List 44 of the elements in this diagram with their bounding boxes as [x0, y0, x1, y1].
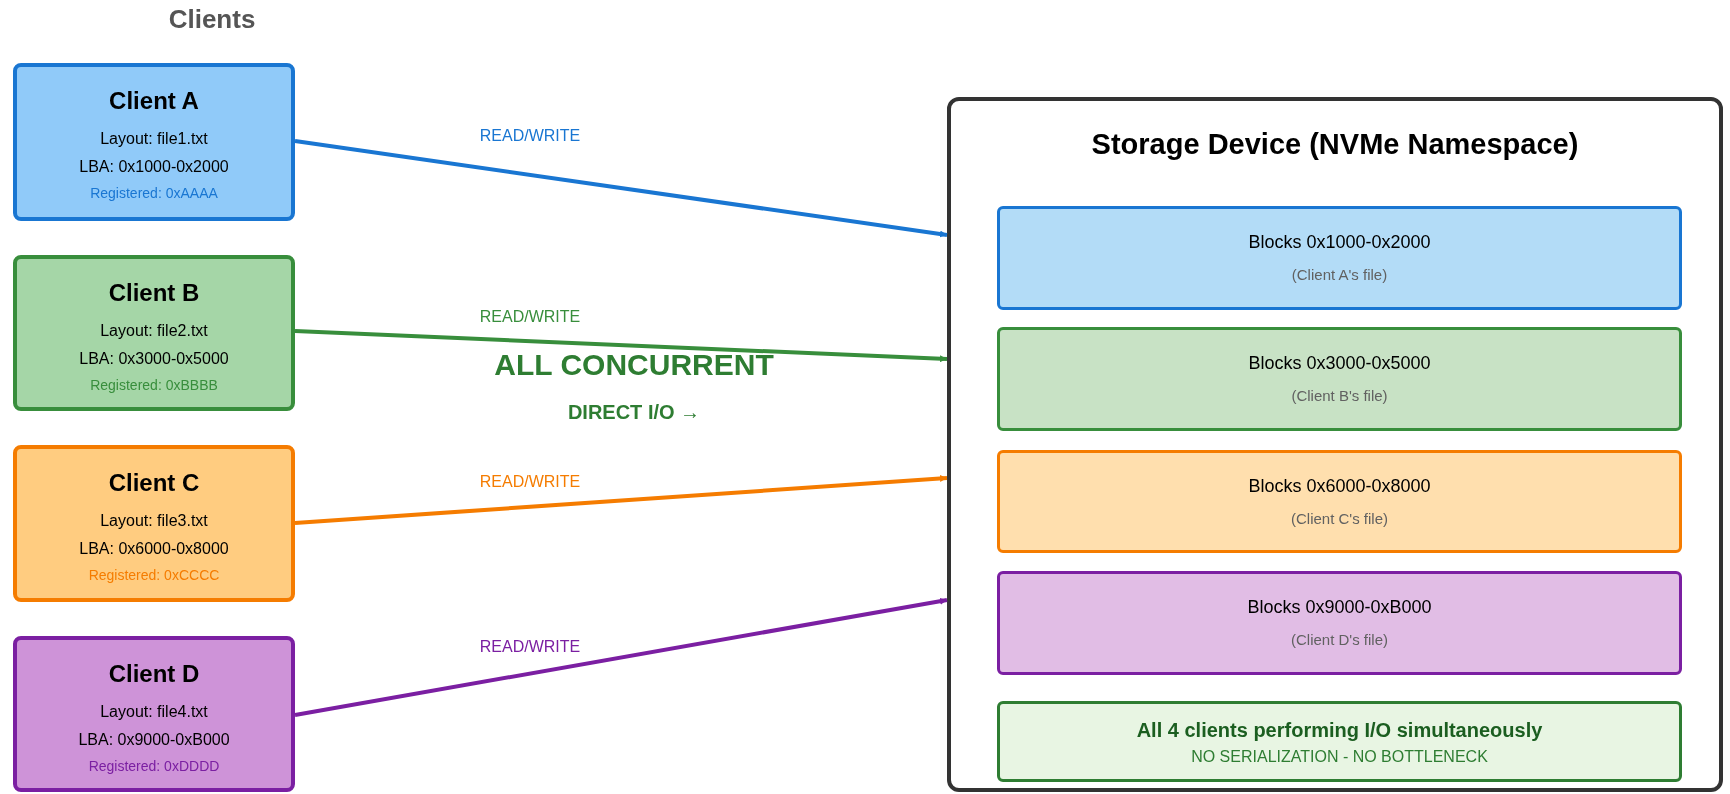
client-name: Client B [108, 278, 200, 308]
client-box [13, 445, 295, 602]
block-range: Blocks 0x6000-0x8000 [1248, 474, 1431, 498]
block-range-box [997, 327, 1682, 431]
block-range-box [997, 571, 1682, 675]
block-owner: (Client B's file) [1291, 386, 1388, 407]
client-name: Client C [108, 468, 200, 498]
storage-device-box [947, 97, 1723, 792]
block-range-box [997, 450, 1682, 553]
summary-heading: All 4 clients performing I/O simultaneously [1136, 717, 1543, 743]
client-box [13, 63, 295, 221]
block-range: Blocks 0x3000-0x5000 [1248, 352, 1431, 376]
block-range: Blocks 0x1000-0x2000 [1248, 231, 1431, 255]
client-detail: Registered: 0xCCCC [88, 566, 220, 585]
arrow [294, 329, 948, 363]
client-detail: Registered: 0xAAAA [90, 184, 218, 203]
arrow [294, 139, 948, 238]
summary-note: NO SERIALIZATION - NO BOTTLENECK [1191, 746, 1488, 767]
client-name: Client D [108, 659, 200, 689]
banner-subtext: DIRECT I/O → [567, 400, 701, 425]
client-detail: Layout: file2.txt [100, 321, 208, 341]
client-detail: Registered: 0xBBBB [90, 376, 218, 395]
client-detail: Layout: file1.txt [100, 129, 208, 149]
banner-text: ALL CONCURRENT [494, 346, 774, 383]
arrow [294, 475, 948, 525]
arrow [294, 597, 948, 717]
client-name: Client A [109, 86, 199, 116]
column-heading: Clients [168, 2, 256, 36]
client-detail: LBA: 0x6000-0x8000 [79, 539, 229, 559]
client-detail: Registered: 0xDDDD [88, 757, 220, 776]
client-detail: LBA: 0x1000-0x2000 [79, 157, 229, 177]
client-detail: LBA: 0x3000-0x5000 [79, 349, 229, 369]
client-box [13, 636, 295, 792]
client-detail: LBA: 0x9000-0xB000 [78, 730, 230, 750]
block-range: Blocks 0x9000-0xB000 [1247, 596, 1432, 620]
storage-title: Storage Device (NVMe Namespace) [1090, 127, 1580, 162]
block-range-box [997, 206, 1682, 310]
client-detail: Layout: file3.txt [100, 511, 208, 531]
block-owner: (Client C's file) [1290, 508, 1388, 529]
block-owner: (Client D's file) [1290, 630, 1388, 651]
summary-box [997, 701, 1682, 782]
client-detail: Layout: file4.txt [100, 702, 208, 722]
client-box [13, 255, 295, 411]
block-owner: (Client A's file) [1291, 265, 1388, 286]
